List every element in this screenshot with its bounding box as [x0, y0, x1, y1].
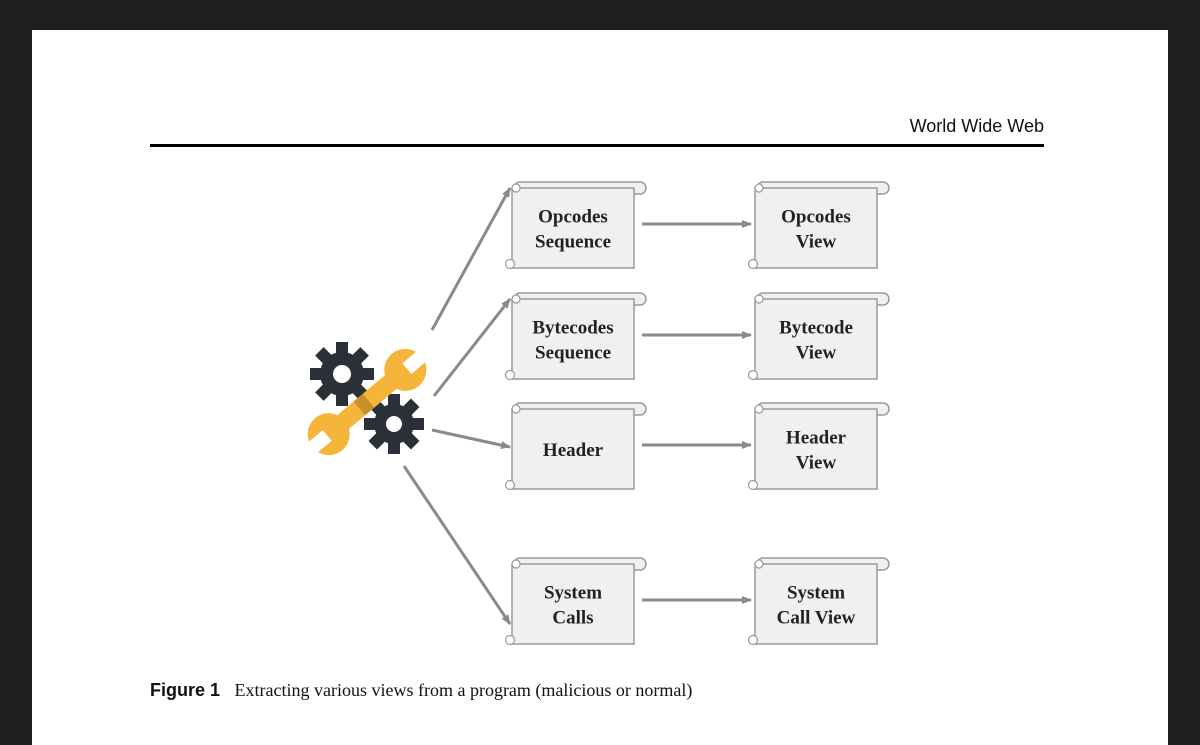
header-rule	[150, 144, 1044, 147]
arrow-tool-to-opcodes-sequence	[430, 187, 512, 331]
gear-and-wrench-icon	[305, 342, 429, 456]
wrench-icon	[305, 348, 429, 456]
arrow-tool-to-header	[431, 428, 511, 449]
edge-layer	[402, 187, 752, 625]
caption-label: Figure 1	[150, 680, 221, 700]
node-label-header: Header	[543, 440, 604, 461]
scroll-node-header: Header	[504, 402, 647, 491]
arrow-tool-to-system-calls	[402, 465, 512, 625]
arrow-tool-to-bytecodes-sequence	[432, 298, 512, 397]
caption-text: Extracting various views from a program …	[234, 680, 693, 700]
gear-icon	[310, 342, 424, 454]
running-head: World Wide Web	[909, 116, 1044, 136]
figure-caption: Figure 1 Extracting various views from a…	[150, 680, 692, 701]
